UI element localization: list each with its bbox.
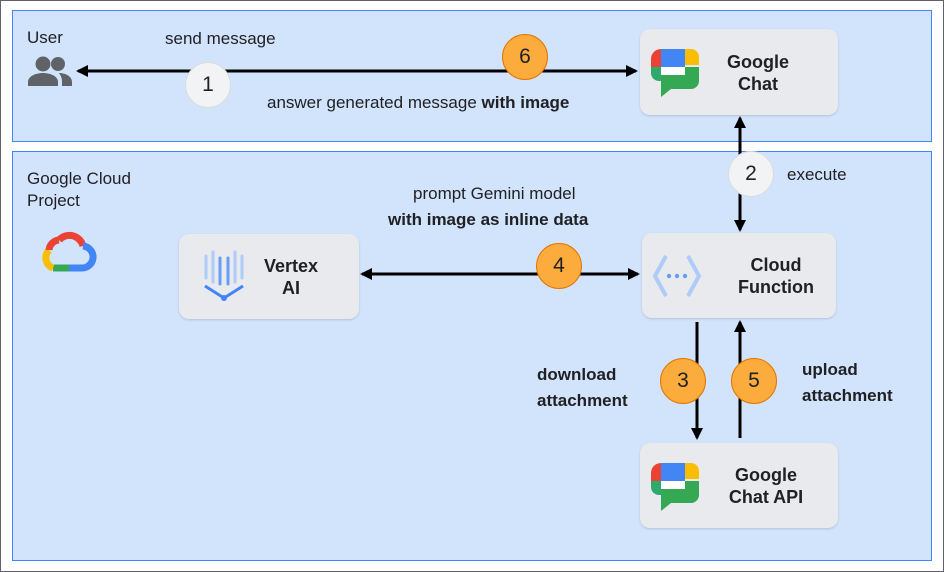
google-chat-api-node[interactable]: Google Chat API bbox=[640, 443, 838, 528]
vertex-ai-icon bbox=[204, 250, 244, 301]
google-chat-node[interactable]: Google Chat bbox=[640, 29, 838, 115]
vertex-ai-node[interactable]: Vertex AI bbox=[179, 234, 359, 319]
google-cloud-icon bbox=[42, 231, 97, 272]
step-2-badge: 2 bbox=[728, 151, 774, 197]
cloud-function-title: Cloud Function bbox=[738, 255, 814, 297]
google-chat-title: Google Chat bbox=[727, 52, 789, 94]
cloud-function-node[interactable]: Cloud Function bbox=[642, 233, 836, 318]
send-message-label: send message bbox=[165, 29, 276, 48]
google-chat-icon bbox=[651, 463, 699, 511]
user-zone-label: User bbox=[27, 28, 63, 47]
step-1-badge: 1 bbox=[185, 62, 231, 108]
users-icon bbox=[28, 56, 72, 86]
step-4-badge: 4 bbox=[536, 243, 582, 289]
prompt-label-line2: with image as inline data bbox=[388, 210, 589, 229]
download-attachment-label: download attachment bbox=[537, 365, 628, 410]
step-5-badge: 5 bbox=[731, 358, 777, 404]
prompt-label-line1: prompt Gemini model bbox=[413, 184, 576, 203]
cloud-zone-label: Google Cloud Project bbox=[27, 169, 131, 210]
google-chat-icon bbox=[651, 49, 699, 97]
answer-message-text: answer generated message bbox=[267, 93, 482, 112]
step-6-badge: 6 bbox=[502, 34, 548, 80]
execute-label: execute bbox=[787, 165, 847, 184]
answer-message-bold: with image bbox=[481, 93, 570, 112]
vertex-ai-title: Vertex AI bbox=[263, 256, 319, 298]
google-chat-api-title: Google Chat API bbox=[728, 465, 804, 507]
cloud-functions-icon bbox=[652, 255, 702, 297]
upload-attachment-label: upload attachment bbox=[802, 360, 893, 405]
answer-message-label: answer generated message with image bbox=[267, 92, 569, 114]
step-3-badge: 3 bbox=[660, 358, 706, 404]
